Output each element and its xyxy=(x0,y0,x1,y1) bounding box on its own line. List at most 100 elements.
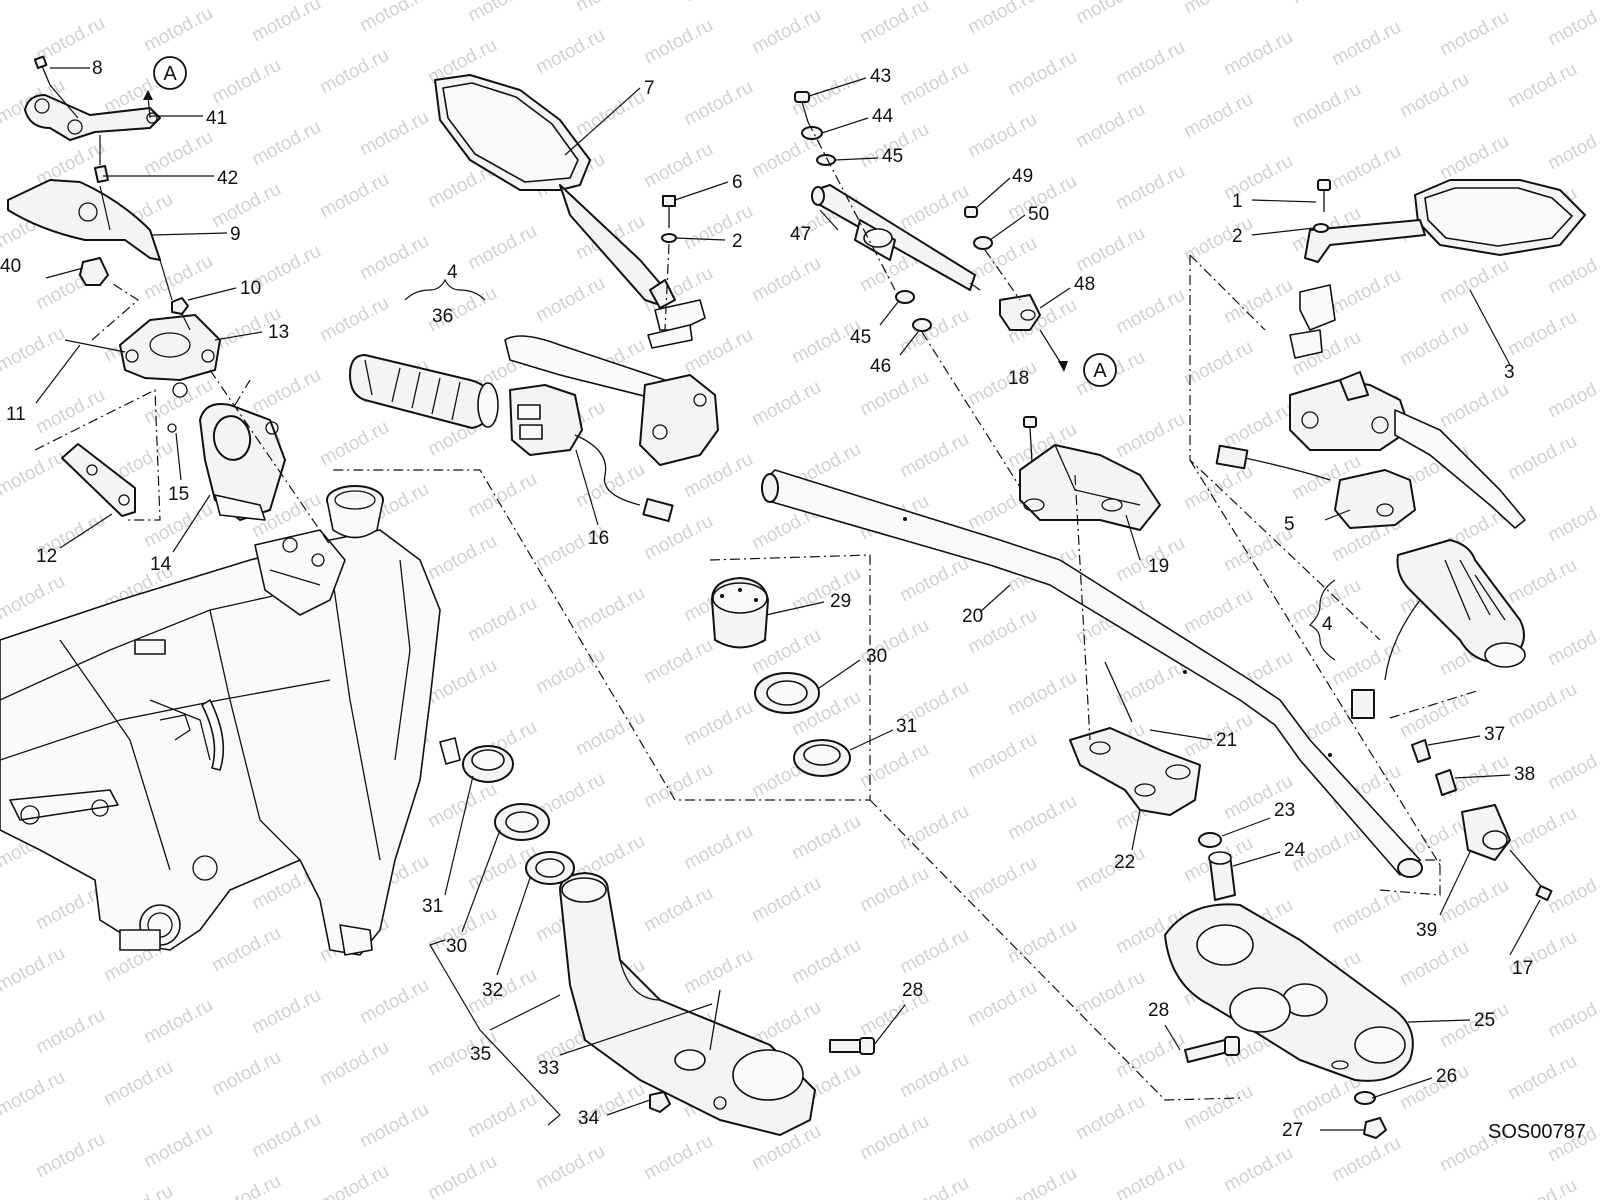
watermark-text: motod.ru xyxy=(1328,885,1404,939)
watermark-text: motod.ru xyxy=(1436,379,1512,433)
watermark-text: motod.ru xyxy=(680,697,756,751)
handlebar-clamp-upper xyxy=(1019,416,1161,531)
watermark-text: motod.ru xyxy=(208,923,284,977)
callout-9: 9 xyxy=(230,224,241,245)
watermark-text: motod.ru xyxy=(1004,915,1080,969)
mirror-right xyxy=(1289,179,1586,359)
watermark-text: motod.ru xyxy=(896,801,972,855)
watermark-text: motod.ru xyxy=(856,863,932,917)
callout-4a: 4 xyxy=(447,262,458,283)
watermark-text: motod.ru xyxy=(1180,89,1256,143)
marker-a-upper-left: A xyxy=(153,56,187,90)
watermark-text: motod.ru xyxy=(1396,689,1472,743)
callout-1: 1 xyxy=(1232,191,1243,212)
watermark-text: motod.ru xyxy=(896,57,972,111)
switch-left xyxy=(509,384,674,523)
watermark-text: motod.ru xyxy=(1004,791,1080,845)
callout-30a: 30 xyxy=(866,646,887,667)
callout-40: 40 xyxy=(0,256,21,277)
watermark-text: motod.ru xyxy=(1220,275,1296,329)
callout-26: 26 xyxy=(1436,1066,1457,1087)
watermark-text: motod.ru xyxy=(1544,617,1600,671)
callout-30b: 30 xyxy=(446,936,467,957)
watermark-text: motod.ru xyxy=(356,975,432,1029)
watermark-text: motod.ru xyxy=(208,1047,284,1101)
triple-clamp-upper xyxy=(1164,903,1414,1139)
watermark-text: motod.ru xyxy=(464,0,540,26)
watermark-text: motod.ru xyxy=(1220,27,1296,81)
switch-right xyxy=(1334,469,1416,529)
watermark-text: motod.ru xyxy=(788,563,864,617)
callout-22: 22 xyxy=(1114,852,1135,873)
watermark-text: motod.ru xyxy=(680,945,756,999)
watermark-text: motod.ru xyxy=(788,811,864,865)
watermark-text: motod.ru xyxy=(964,853,1040,907)
grip-left xyxy=(349,354,499,429)
callout-43: 43 xyxy=(870,66,891,87)
callout-18: 18 xyxy=(1008,368,1029,389)
bearings-center xyxy=(330,469,1241,1101)
callout-28a: 28 xyxy=(902,980,923,1001)
watermark-text: motod.ru xyxy=(748,5,824,59)
callout-13: 13 xyxy=(268,322,289,343)
watermark-text: motod.ru xyxy=(964,729,1040,783)
watermark-text: motod.ru xyxy=(316,1037,392,1091)
watermark-text: motod.ru xyxy=(424,655,500,709)
watermark-text: motod.ru xyxy=(748,377,824,431)
watermark-text: motod.ru xyxy=(1328,141,1404,195)
watermark-text: motod.ru xyxy=(640,635,716,689)
watermark-text: motod.ru xyxy=(572,583,648,637)
watermark-text: motod.ru xyxy=(1544,865,1600,919)
triple-clamp-lower xyxy=(429,872,875,1136)
watermark-text: motod.ru xyxy=(640,883,716,937)
watermark-text: motod.ru xyxy=(0,0,69,4)
watermark-text: motod.ru xyxy=(1544,493,1600,547)
watermark-text: motod.ru xyxy=(964,977,1040,1031)
callout-47: 47 xyxy=(790,224,811,245)
callout-27: 27 xyxy=(1282,1120,1303,1141)
frame xyxy=(0,485,441,956)
callout-45b: 45 xyxy=(850,327,871,348)
marker-a-upper-right: A xyxy=(1083,353,1117,387)
svg-text:A: A xyxy=(163,63,177,85)
watermark-text: motod.ru xyxy=(356,0,432,36)
callout-33: 33 xyxy=(538,1058,559,1079)
watermark-text: motod.ru xyxy=(1544,741,1600,795)
watermark-text: motod.ru xyxy=(248,117,324,171)
watermark-text: motod.ru xyxy=(140,1119,216,1173)
watermark-text: motod.ru xyxy=(1544,369,1600,423)
watermark-text: motod.ru xyxy=(856,739,932,793)
watermark-text: motod.ru xyxy=(424,531,500,585)
watermark-text: motod.ru xyxy=(1004,1163,1080,1200)
callout-49: 49 xyxy=(1012,166,1033,187)
watermark-text: motod.ru xyxy=(1180,1081,1256,1135)
watermark-text: motod.ru xyxy=(1396,317,1472,371)
riser xyxy=(1069,474,1301,1041)
watermark-text: motod.ru xyxy=(1504,555,1580,609)
watermark-text: motod.ru xyxy=(964,357,1040,411)
watermark-text: motod.ru xyxy=(1072,223,1148,277)
watermark-text: motod.ru xyxy=(1220,399,1296,453)
watermark-text: motod.ru xyxy=(248,985,324,1039)
watermark-text: motod.ru xyxy=(896,181,972,235)
svg-text:A: A xyxy=(1093,360,1107,382)
watermark-text: motod.ru xyxy=(896,1173,972,1200)
callout-8: 8 xyxy=(92,58,103,79)
watermark-text: motod.ru xyxy=(316,1161,392,1200)
callout-21: 21 xyxy=(1216,730,1237,751)
callout-6: 6 xyxy=(732,172,743,193)
watermark-text: motod.ru xyxy=(0,1067,69,1121)
watermark-text: motod.ru xyxy=(1112,37,1188,91)
watermark-text: motod.ru xyxy=(896,305,972,359)
watermark-text: motod.ru xyxy=(1112,161,1188,215)
watermark-text: motod.ru xyxy=(316,417,392,471)
callout-14: 14 xyxy=(150,554,172,575)
watermark-text: motod.ru xyxy=(356,107,432,161)
watermark-text: motod.ru xyxy=(1004,667,1080,721)
watermark-text: motod.ru xyxy=(640,511,716,565)
callout-7: 7 xyxy=(644,78,655,99)
watermark-text: motod.ru xyxy=(1504,1175,1580,1200)
watermark-text: motod.ru xyxy=(1112,409,1188,463)
watermark-text: motod.ru xyxy=(1504,679,1580,733)
watermark-text: motod.ru xyxy=(1396,69,1472,123)
